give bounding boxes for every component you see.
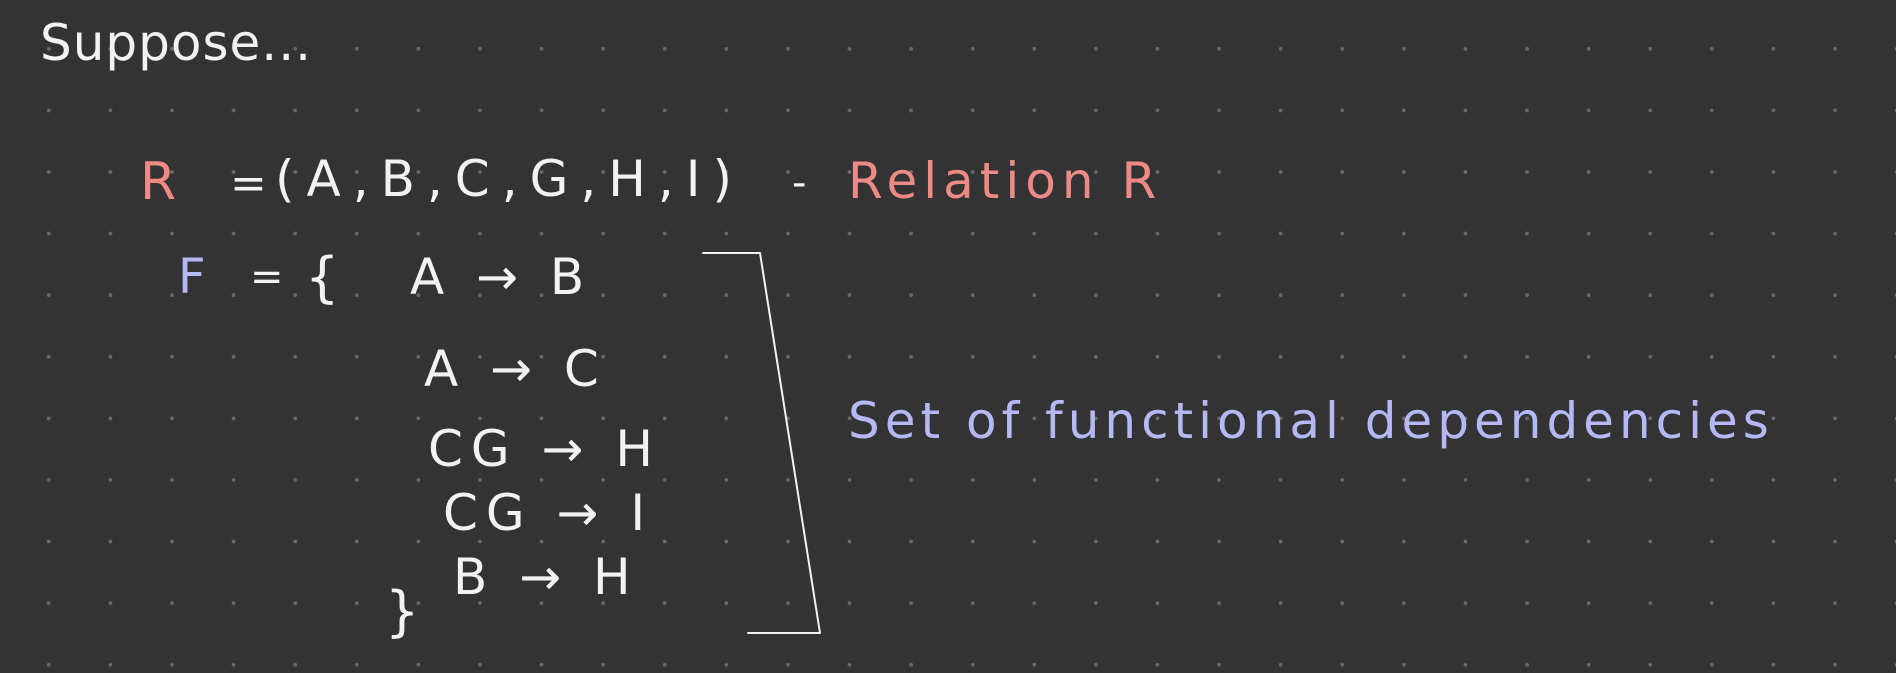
fd-set-equals-sign: = [250, 254, 286, 300]
fd-set-open-brace: { [305, 246, 342, 309]
functional-dependency: A → C [424, 340, 607, 398]
functional-dependency: A → B [410, 248, 593, 306]
relation-dash: - [792, 160, 809, 206]
fd-set-close-brace: } [385, 580, 422, 643]
heading-text: Suppose... [40, 14, 312, 72]
functional-dependency: B → H [453, 548, 639, 606]
relation-symbol: R [140, 152, 179, 212]
functional-dependency: CG → H [428, 420, 661, 478]
relation-attributes: (A,B,C,G,H,I) [275, 150, 744, 208]
fd-set-annotation: Set of functional dependencies [848, 392, 1774, 450]
relation-annotation: Relation R [848, 152, 1163, 210]
functional-dependency: CG → I [443, 484, 654, 542]
relation-equals-sign: = [230, 158, 269, 209]
fd-set-symbol: F [178, 249, 208, 305]
